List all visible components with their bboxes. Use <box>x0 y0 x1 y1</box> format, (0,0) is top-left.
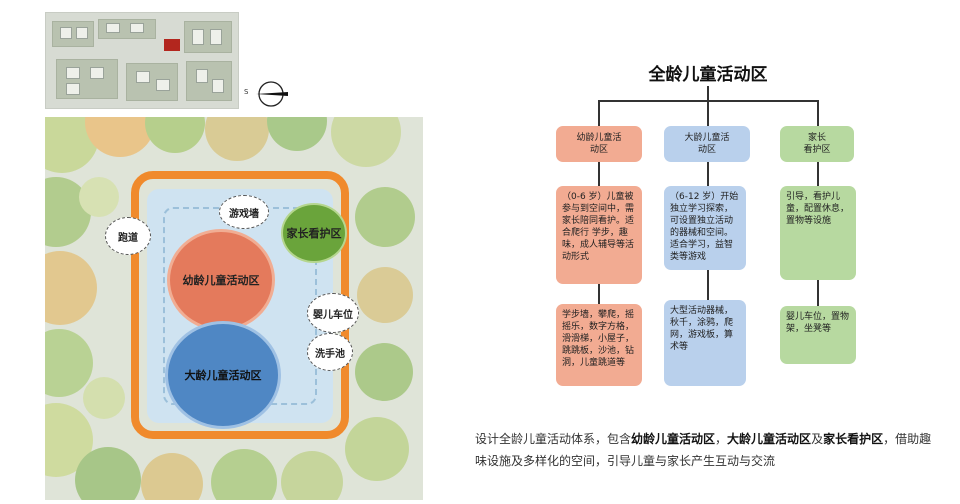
label-hand-wash: 洗手池 <box>307 333 353 371</box>
site-location-marker <box>164 39 180 51</box>
label-running-track: 跑道 <box>105 217 151 255</box>
desc-old: （6-12 岁）开始独立学习探索，可设置独立活动的器械和空间。适合学习，益智类等… <box>664 186 746 270</box>
facilities-young: 学步墙，攀爬，摇摇乐，数字方格，滑滑梯，小屋子，跳跳板，沙池，钻洞，儿童跳道等 <box>556 304 642 386</box>
zone-older-children: 大龄儿童活动区 <box>165 321 281 429</box>
diagram-title: 全龄儿童活动区 <box>648 65 768 85</box>
desc-young: （0-6 岁）儿童被参与到空间中，需家长陪同看护。适合爬行 学步，趣味，成人辅导… <box>556 186 642 284</box>
label-stroller-parking: 婴儿车位 <box>307 293 359 333</box>
category-young: 幼龄儿童活 动区 <box>556 126 642 162</box>
facilities-parent: 婴儿车位，置物架，坐凳等 <box>780 306 856 364</box>
facilities-old: 大型活动器械，秋千，涂鸦，爬网，游戏板，算术等 <box>664 300 746 386</box>
category-old: 大龄儿童活 动区 <box>664 126 750 162</box>
caption: 设计全龄儿童活动体系，包含幼龄儿童活动区，大龄儿童活动区及家长看护区，借助趣味设… <box>475 432 932 468</box>
label-play-wall: 游戏墙 <box>219 195 269 229</box>
zone-parent-care: 家长看护区 <box>281 203 347 263</box>
key-map <box>45 12 239 109</box>
north-label: S <box>244 88 249 96</box>
zone-young-children: 幼龄儿童活动区 <box>167 229 275 331</box>
north-arrow: S <box>244 80 292 110</box>
site-plan: 幼龄儿童活动区 大龄儿童活动区 家长看护区 跑道 游戏墙 婴儿车位 洗手池 <box>45 117 423 500</box>
desc-parent: 引导，看护儿童，配置休息，置物等设施 <box>780 186 856 280</box>
compass-icon <box>256 81 288 107</box>
category-parent: 家长 看护区 <box>780 126 854 162</box>
